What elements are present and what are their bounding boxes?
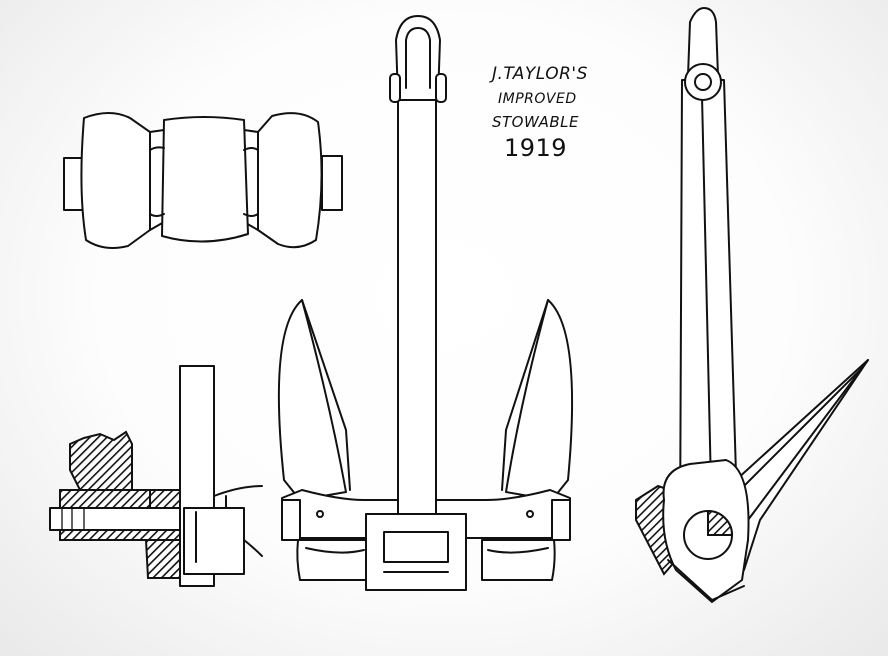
- crown-top-view: [63, 112, 343, 249]
- caption-year: 1919: [504, 134, 568, 162]
- caption-improved: IMPROVED: [498, 91, 577, 107]
- shank: [397, 99, 437, 521]
- crown-pin: [49, 507, 191, 531]
- crown-section-view: [49, 365, 263, 587]
- section-block: [183, 507, 245, 575]
- section-hatch-upper: [69, 430, 133, 496]
- anchor-side-view: [635, 7, 869, 603]
- left-fluke-block: [80, 112, 151, 249]
- right-fluke-block: [257, 112, 323, 249]
- caption-maker: J.TAYLOR'S: [492, 64, 588, 84]
- caption-stowable: STOWABLE: [492, 113, 579, 131]
- side-shackle: [687, 7, 719, 77]
- right-pin-end: [321, 155, 343, 211]
- section-hatch-lower: [144, 539, 183, 579]
- anchor-front-view: [277, 15, 574, 591]
- crown-center-block: [161, 116, 249, 243]
